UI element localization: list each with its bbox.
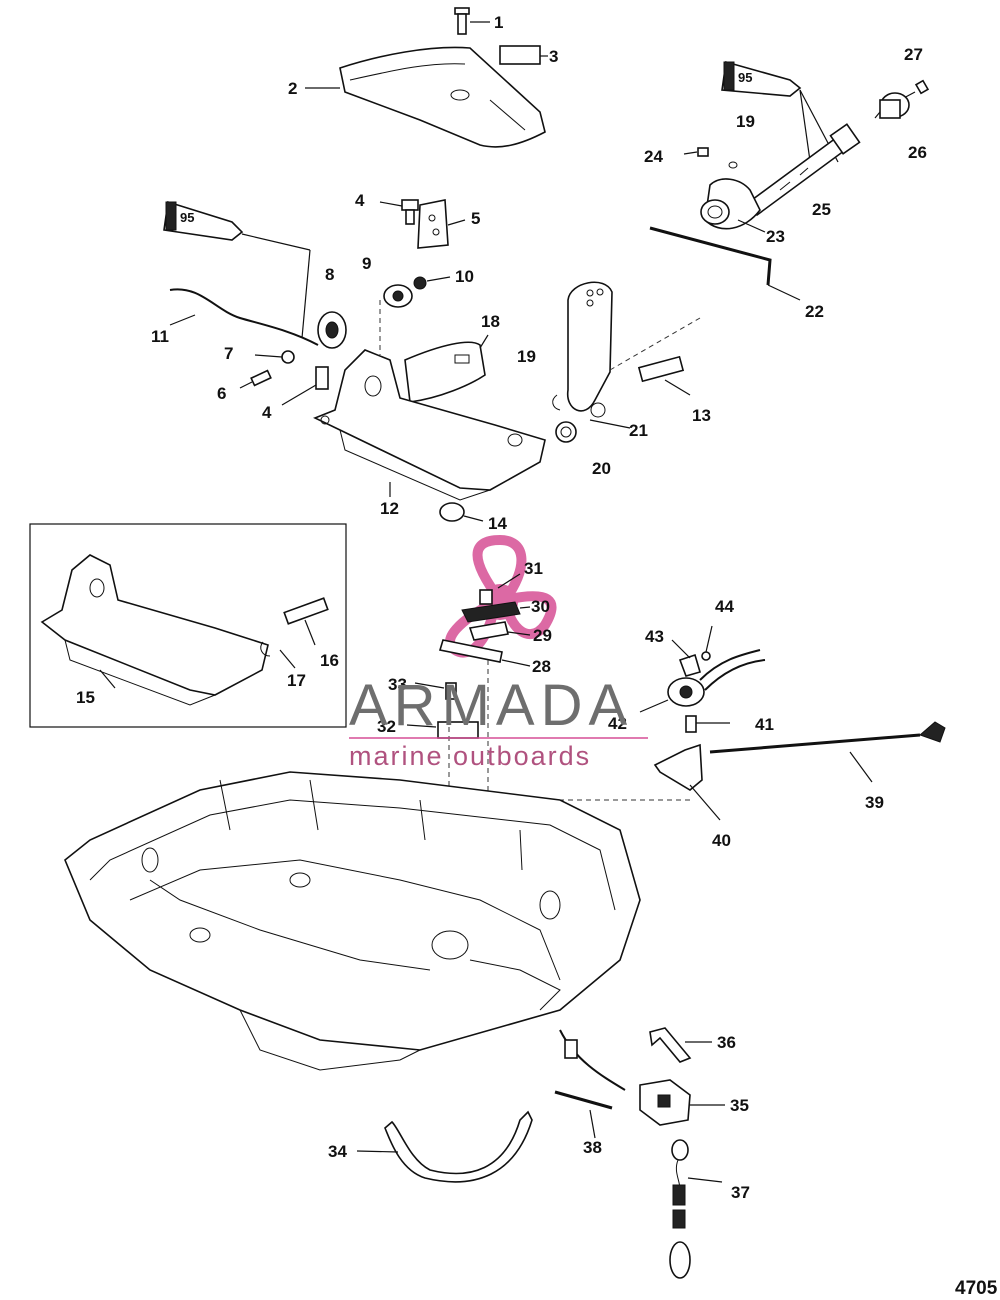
plate-part-30 xyxy=(461,601,531,623)
callout-25: 25 xyxy=(812,200,831,219)
callout-23: 23 xyxy=(766,227,785,246)
callout-15: 15 xyxy=(76,688,95,707)
callout-32: 32 xyxy=(377,717,396,736)
screw-part-4-upper xyxy=(379,199,419,225)
screw-part-24 xyxy=(683,147,709,157)
callout-2: 2 xyxy=(288,79,297,98)
callout-1: 1 xyxy=(494,13,503,32)
plate-part-18 xyxy=(404,334,489,403)
callout-39: 39 xyxy=(865,793,884,812)
sealant-tube-left: 95 xyxy=(163,200,311,339)
clip-part-36 xyxy=(649,1027,712,1063)
screw-part-1 xyxy=(454,7,490,35)
screw-part-6 xyxy=(239,369,272,389)
callout-17: 17 xyxy=(287,671,306,690)
washer-part-20 xyxy=(555,421,577,443)
washer-part-7 xyxy=(254,350,295,364)
callout-13: 13 xyxy=(692,406,711,425)
clip-part-19-upper xyxy=(728,161,738,169)
screw-part-44 xyxy=(701,625,713,661)
diagram-id: 4705 xyxy=(955,1278,998,1299)
cable-tie-part-38 xyxy=(554,1090,613,1139)
callout-26: 26 xyxy=(908,143,927,162)
sensor-part-26 xyxy=(874,92,910,119)
callout-27: 27 xyxy=(904,45,923,64)
cable-part-11 xyxy=(169,288,319,346)
callout-31: 31 xyxy=(524,559,543,578)
callout-20: 20 xyxy=(592,459,611,478)
gear-part-8 xyxy=(317,311,347,349)
plate-part-29 xyxy=(468,621,531,641)
connector-part-35 xyxy=(639,1079,725,1126)
nut-part-10 xyxy=(413,276,451,290)
sealant-code-right: 95 xyxy=(738,70,752,85)
callout-16: 16 xyxy=(320,651,339,670)
switch-part-42 xyxy=(639,649,766,713)
bracket-part-43 xyxy=(671,639,701,677)
screw-part-31 xyxy=(479,573,521,605)
bracket-part-5 xyxy=(417,199,466,249)
callout-14: 14 xyxy=(488,514,507,533)
callout-34: 34 xyxy=(328,1142,347,1161)
cable-harness-part xyxy=(559,1029,626,1091)
callout-38: 38 xyxy=(583,1138,602,1157)
callout-labels: 1 2 3 4 4 5 6 7 8 9 10 11 12 13 14 15 16… xyxy=(76,13,927,1202)
watermark-tagline: marine outboards xyxy=(349,741,591,771)
top-cover-part-2 xyxy=(305,46,546,148)
pad-part-3 xyxy=(499,45,548,65)
callout-7: 7 xyxy=(224,344,233,363)
pin-part-13 xyxy=(637,355,691,396)
callout-42: 42 xyxy=(608,714,627,733)
rod-part-22 xyxy=(649,226,801,301)
lower-cowl xyxy=(64,771,641,1071)
callout-22: 22 xyxy=(805,302,824,321)
callout-9: 9 xyxy=(362,254,371,273)
callout-44: 44 xyxy=(715,597,734,616)
plate-part-28 xyxy=(438,639,531,667)
screw-part-4-lower xyxy=(281,366,329,406)
callout-24: 24 xyxy=(644,147,663,166)
callout-21: 21 xyxy=(629,421,648,440)
callout-35: 35 xyxy=(730,1096,749,1115)
sealant-code-left: 95 xyxy=(180,210,194,225)
callout-4-lower: 4 xyxy=(262,403,272,422)
callout-10: 10 xyxy=(455,267,474,286)
callout-40: 40 xyxy=(712,831,731,850)
callout-6: 6 xyxy=(217,384,226,403)
callout-36: 36 xyxy=(717,1033,736,1052)
callout-19-upper: 19 xyxy=(736,112,755,131)
callout-4-upper: 4 xyxy=(355,191,365,210)
lever-part-21 xyxy=(567,281,631,429)
callout-3: 3 xyxy=(549,47,558,66)
lanyard-part-37 xyxy=(669,1139,723,1279)
callout-5: 5 xyxy=(471,209,480,228)
clip-part-19-lower xyxy=(552,394,561,411)
watermark-brand: ARMADA xyxy=(349,673,633,738)
screw-part-41 xyxy=(685,715,730,733)
callout-28: 28 xyxy=(532,657,551,676)
callout-33: 33 xyxy=(388,675,407,694)
callout-43: 43 xyxy=(645,627,664,646)
callout-19-lower: 19 xyxy=(517,347,536,366)
callout-29: 29 xyxy=(533,626,552,645)
callout-41: 41 xyxy=(755,715,774,734)
bracket-part-12 xyxy=(313,300,546,501)
oring-part-14 xyxy=(439,502,484,522)
sealant-tube-right: 95 xyxy=(721,60,839,176)
callout-37: 37 xyxy=(731,1183,750,1202)
callout-18: 18 xyxy=(481,312,500,331)
handle-base-part-23 xyxy=(700,178,766,233)
knob-part-9 xyxy=(383,284,413,308)
screw-part-33 xyxy=(414,682,457,700)
callout-11: 11 xyxy=(151,327,169,346)
callout-30: 30 xyxy=(531,597,550,616)
cable-part-39 xyxy=(709,721,946,783)
inset-box xyxy=(29,523,347,728)
shaft-part-25 xyxy=(743,123,861,217)
clip-part-34 xyxy=(356,1110,533,1183)
callout-12: 12 xyxy=(380,499,399,518)
callout-8: 8 xyxy=(325,265,334,284)
bracket-part-40 xyxy=(653,743,721,821)
